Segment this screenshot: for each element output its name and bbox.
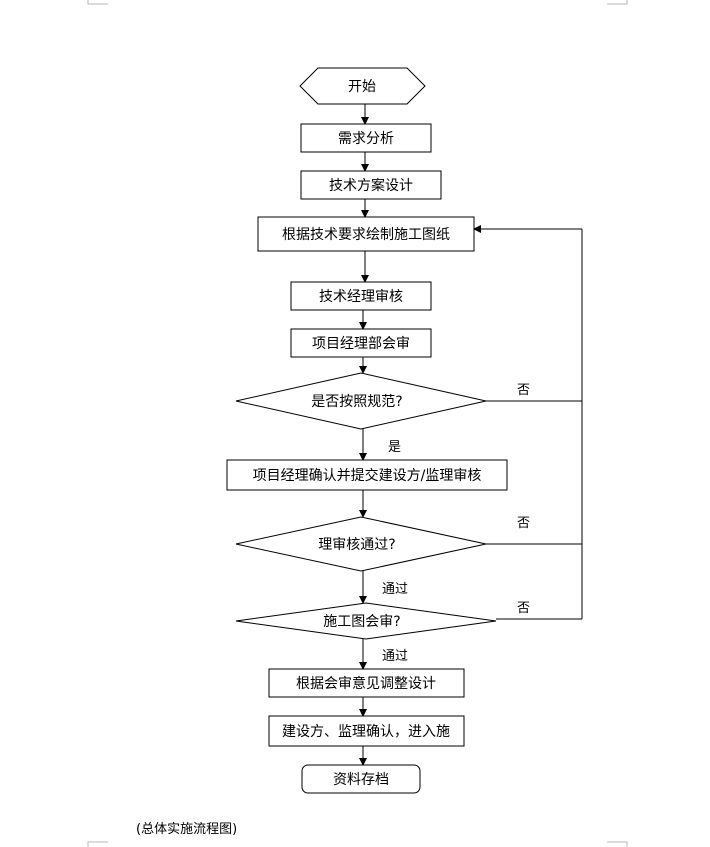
technical-design-label: 技术方案设计 <box>329 177 413 194</box>
draw-plans-label: 根据技术要求绘制施工图纸 <box>282 227 450 243</box>
pm-submit-label: 项目经理确认并提交建设方/监理审核 <box>253 467 482 484</box>
archive-node: 资料存档 <box>301 764 421 794</box>
pm-submit-node: 项目经理确认并提交建设方/监理审核 <box>226 459 508 491</box>
start-node: 开始 <box>299 67 426 105</box>
joint-review-decision-label: 施工图会审? <box>323 614 400 630</box>
tech-manager-review-node: 技术经理审核 <box>290 281 432 311</box>
tech-manager-review-label: 技术经理审核 <box>319 289 403 305</box>
owner-confirm-label: 建设方、监理确认，进入施 <box>282 724 450 740</box>
adjust-design-label: 根据会审意见调整设计 <box>296 675 436 692</box>
pm-department-review-label: 项目经理部会审 <box>312 336 410 352</box>
spec-decision-label: 是否按照规范? <box>311 393 402 410</box>
approval-decision-label: 理审核通过? <box>318 537 395 553</box>
figure-caption: (总体实施流程图) <box>136 822 238 837</box>
edge-label-no-3: 否 <box>517 601 530 616</box>
feedback-loops: 否 否 否 <box>473 225 583 620</box>
requirement-analysis-node: 需求分析 <box>300 123 432 153</box>
technical-design-node: 技术方案设计 <box>300 170 442 200</box>
joint-review-decision-node: 施工图会审? <box>235 602 497 640</box>
spec-decision-node: 是否按照规范? <box>235 372 487 430</box>
edge-label-pass-1: 通过 <box>382 582 408 597</box>
draw-plans-node: 根据技术要求绘制施工图纸 <box>257 216 475 252</box>
edge-label-pass-2: 通过 <box>382 649 408 664</box>
edge-label-yes: 是 <box>388 440 401 455</box>
owner-confirm-node: 建设方、监理确认，进入施 <box>268 715 465 747</box>
page-corner-marks <box>87 0 628 847</box>
edge-label-no-2: 否 <box>517 516 530 531</box>
pm-department-review-node: 项目经理部会审 <box>290 328 432 358</box>
archive-label: 资料存档 <box>333 772 389 788</box>
requirement-analysis-label: 需求分析 <box>338 131 394 147</box>
adjust-design-node: 根据会审意见调整设计 <box>268 668 465 698</box>
start-label: 开始 <box>348 79 376 95</box>
approval-decision-node: 理审核通过? <box>235 516 487 572</box>
edge-label-no-1: 否 <box>517 383 530 398</box>
